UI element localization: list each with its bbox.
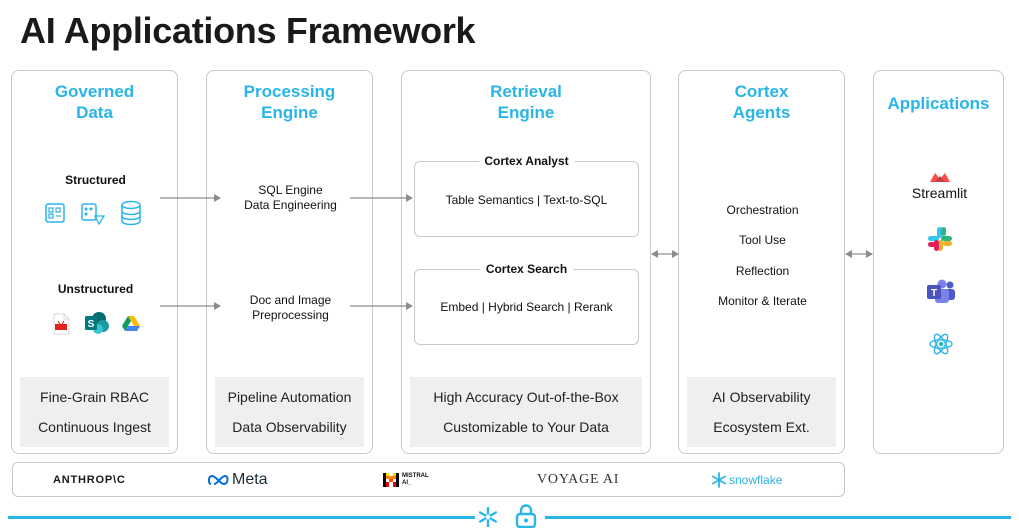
- arrow-retrieval-agents: [651, 250, 679, 258]
- svg-text:S: S: [88, 319, 95, 330]
- mistral-m-icon: [383, 472, 399, 487]
- svg-text:T: T: [931, 288, 937, 299]
- snowflake-logo: snowflake: [711, 463, 782, 496]
- anthropic-logo: ANTHROP\C: [53, 463, 126, 496]
- mistral-wordmark: MISTRAL AI_: [402, 472, 429, 486]
- cortex-analyst-title: Cortex Analyst: [478, 154, 575, 168]
- arrow-doc-to-search: [350, 302, 413, 310]
- arrow-unstructured-to-doc: [160, 302, 221, 310]
- meta-wordmark: Meta: [232, 470, 268, 488]
- slack-icon: [928, 227, 952, 251]
- retrieval-engine-footer: High Accuracy Out-of-the-Box Customizabl…: [410, 377, 642, 447]
- agent-item: Orchestration: [726, 203, 799, 217]
- arrow-sql-to-analyst: [350, 194, 413, 202]
- mistral-logo: MISTRAL AI_: [383, 463, 429, 496]
- footer-line: Customizable to Your Data: [443, 419, 609, 435]
- cortex-search-box: Cortex Search Embed | Hybrid Search | Re…: [414, 262, 639, 345]
- snowflake-wordmark: snowflake: [729, 472, 783, 487]
- processing-engine-column: Processing Engine SQL Engine Data Engine…: [206, 70, 373, 454]
- footer-line: AI Observability: [712, 389, 811, 405]
- governed-data-footer: Fine-Grain RBAC Continuous Ingest: [20, 377, 169, 447]
- unstructured-label: Unstructured: [57, 282, 134, 296]
- agent-item: Tool Use: [739, 233, 786, 247]
- meta-infinity-icon: [208, 474, 229, 485]
- footer-line: Continuous Ingest: [38, 419, 151, 435]
- google-drive-icon: [122, 316, 140, 331]
- page-title: AI Applications Framework: [20, 10, 476, 51]
- retrieval-engine-column: Retrieval Engine Cortex Analyst Table Se…: [401, 70, 651, 454]
- cortex-analyst-box: Cortex Analyst Table Semantics | Text-to…: [414, 154, 639, 237]
- footer-line: High Accuracy Out-of-the-Box: [433, 389, 619, 405]
- lock-icon: [515, 504, 537, 528]
- retrieval-engine-heading: Retrieval Engine: [490, 82, 562, 122]
- cortex-analyst-text: Table Semantics | Text-to-SQL: [445, 193, 608, 207]
- streamlit-icon: [930, 173, 950, 182]
- cortex-agents-footer: AI Observability Ecosystem Ext.: [687, 377, 836, 447]
- sql-engine-text: SQL Engine Data Engineering: [244, 183, 337, 212]
- cortex-agents-column: Cortex Agents Orchestration Tool Use Ref…: [678, 70, 845, 454]
- react-icon: [929, 333, 953, 355]
- governed-data-column: Governed Data Structured Unstructured S: [11, 70, 178, 454]
- data-grid-icon: [45, 203, 65, 223]
- processing-engine-footer: Pipeline Automation Data Observability: [215, 377, 364, 447]
- sharepoint-icon: S: [85, 312, 109, 334]
- agent-item: Monitor & Iterate: [718, 294, 807, 308]
- footer-line: Pipeline Automation: [227, 389, 352, 405]
- applications-heading: Applications: [887, 94, 990, 113]
- bottom-divider-left: [8, 516, 475, 519]
- structured-label: Structured: [65, 173, 126, 187]
- anthropic-wordmark: ANTHROP\C: [53, 473, 126, 486]
- arrow-agents-applications: [845, 250, 873, 258]
- bottom-divider-right: [545, 516, 1011, 519]
- footer-line: Ecosystem Ext.: [713, 419, 810, 435]
- cortex-search-text: Embed | Hybrid Search | Rerank: [440, 300, 613, 314]
- cortex-agents-heading: Cortex Agents: [732, 82, 791, 122]
- cortex-search-title: Cortex Search: [479, 262, 574, 276]
- footer-line: Data Observability: [232, 419, 347, 435]
- meta-logo: Meta: [208, 463, 268, 496]
- arrow-structured-to-sql: [160, 194, 221, 202]
- agent-item: Reflection: [735, 264, 790, 278]
- teams-icon: T: [927, 279, 955, 303]
- partner-logos-bar: ANTHROP\C Meta MISTRAL AI_ VOYAGE AI: [12, 462, 845, 497]
- voyage-wordmark: VOYAGE AI: [537, 471, 620, 487]
- voyage-logo: VOYAGE AI: [537, 463, 619, 496]
- footer-line: Fine-Grain RBAC: [40, 389, 149, 405]
- pdf-icon: [53, 313, 70, 335]
- streamlit-label: Streamlit: [911, 185, 968, 201]
- snowflake-icon: [479, 507, 497, 527]
- snowflake-icon: [712, 471, 726, 488]
- applications-column: Applications Streamlit T: [873, 70, 1004, 454]
- processing-engine-heading: Processing Engine: [243, 82, 336, 122]
- database-icon: [121, 200, 141, 226]
- governed-data-heading: Governed Data: [54, 82, 135, 122]
- data-share-icon: [81, 203, 106, 226]
- doc-preprocessing-text: Doc and Image Preprocessing: [249, 293, 332, 322]
